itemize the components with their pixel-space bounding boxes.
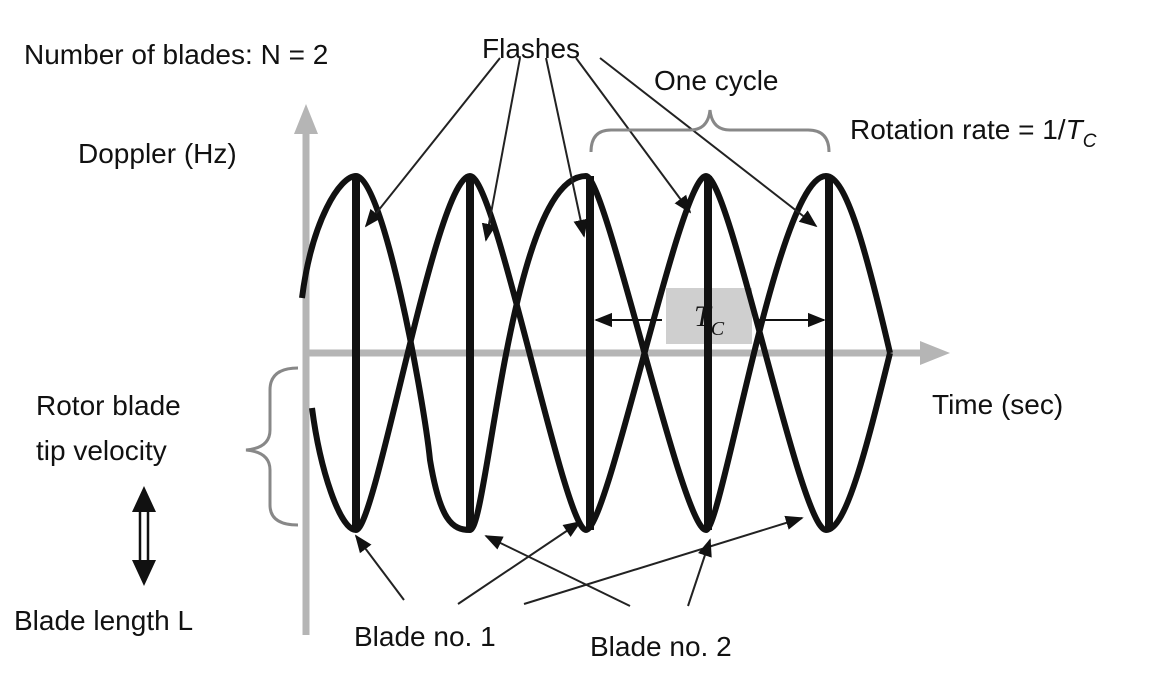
y-axis-label: Doppler (Hz) [78, 138, 237, 169]
flashes-pointer-2 [481, 57, 521, 242]
blade-length-arrow [132, 486, 156, 586]
x-axis-arrowhead [920, 341, 950, 365]
one-cycle-label: One cycle [654, 65, 779, 96]
rotation-rate-subscript: C [1083, 131, 1097, 152]
x-axis-label: Time (sec) [932, 389, 1063, 420]
one-cycle-brace [589, 109, 831, 153]
tc-subscript: C [711, 318, 725, 340]
rotation-rate-text: Rotation rate = 1/ [850, 114, 1066, 145]
blade1-pointer-2 [457, 520, 582, 605]
tip-velocity-label-line2: tip velocity [36, 435, 167, 466]
blade-1-label: Blade no. 1 [354, 621, 496, 652]
flashes-label: Flashes [482, 33, 580, 64]
y-axis-arrowhead [294, 104, 318, 134]
blades-count-label: Number of blades: N = 2 [24, 39, 328, 70]
flash-lines [352, 176, 833, 530]
blade2-pointer-2 [687, 538, 712, 607]
blade-1-curve [299, 173, 893, 533]
blade-pointers [354, 515, 804, 607]
tc-label: TC [694, 300, 725, 340]
blade1-pointer-3 [523, 515, 804, 605]
tip-velocity-brace [245, 366, 299, 527]
rotation-rate-label: Rotation rate = 1/TC [850, 114, 1097, 152]
blade-2-label: Blade no. 2 [590, 631, 732, 662]
flashes-pointer-3 [545, 57, 588, 238]
tip-velocity-label-line1: Rotor blade [36, 390, 181, 421]
flashes-pointer-1 [364, 57, 501, 228]
flashes-pointer-4 [575, 57, 692, 214]
blade-length-label: Blade length L [14, 605, 193, 636]
tc-symbol: T [694, 300, 713, 333]
axes [294, 104, 950, 635]
blade1-pointer-1 [354, 534, 405, 601]
flashes-pointers [364, 57, 818, 242]
blade2-pointer-1 [484, 535, 631, 607]
flashes-pointer-5 [599, 57, 818, 228]
rotation-rate-symbol: T [1066, 114, 1085, 145]
